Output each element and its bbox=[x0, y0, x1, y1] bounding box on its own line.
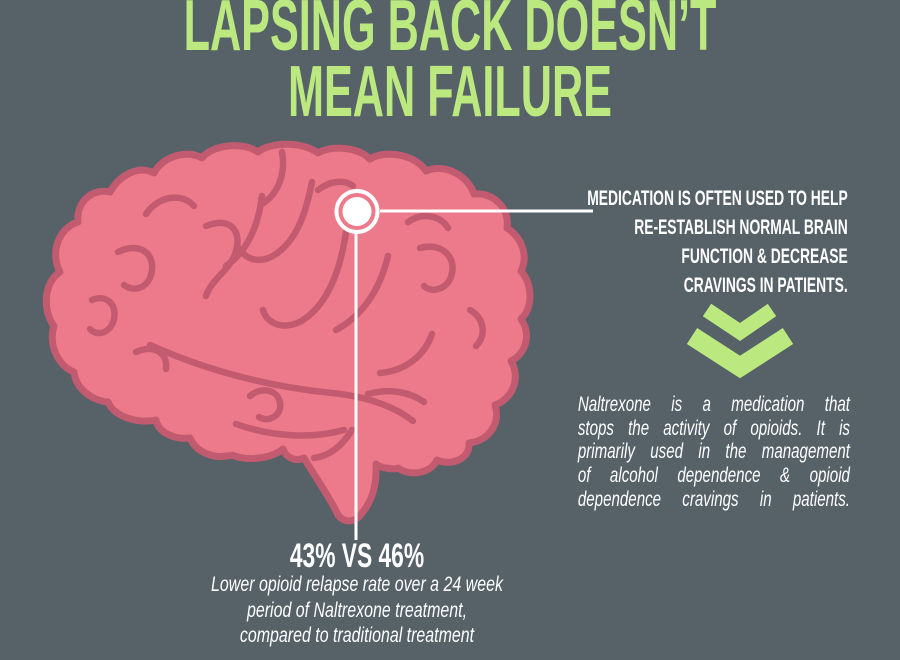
stat-value: 43% VS 46% bbox=[289, 537, 425, 575]
brain-outline bbox=[42, 140, 534, 525]
text-line: CRAVINGS IN PATIENTS. bbox=[683, 274, 848, 297]
brain-side-view bbox=[42, 140, 534, 525]
text-line: MEAN FAILURE bbox=[288, 52, 612, 132]
marker-ring bbox=[334, 189, 380, 234]
text-line: Lower opioid relapse rate over a 24 week bbox=[211, 573, 503, 596]
text-line: LAPSING BACK DOESN’T bbox=[183, 0, 717, 66]
callout-connector-lines bbox=[354, 209, 593, 540]
text-line: MEDICATION IS OFTEN USED TO HELP bbox=[587, 187, 848, 210]
double-chevron-down-icon bbox=[686, 303, 794, 379]
text-line: compared to traditional treatment bbox=[239, 624, 475, 647]
text-line: period of Naltrexone treatment, bbox=[246, 598, 468, 622]
text-line: RE-ESTABLISH NORMAL BRAIN bbox=[634, 216, 848, 239]
brain-sulci bbox=[86, 148, 486, 462]
brain-region-marker bbox=[334, 189, 380, 234]
chevron-bottom bbox=[686, 328, 794, 379]
callout-heading: MEDICATION IS OFTEN USED TO HELP RE-ESTAB… bbox=[587, 184, 848, 300]
text-line: FUNCTION & DECREASE bbox=[681, 245, 848, 268]
stat-caption: Lower opioid relapse rate over a 24 week… bbox=[167, 572, 547, 649]
chevron-top bbox=[702, 303, 777, 342]
marker-dot bbox=[342, 197, 372, 226]
